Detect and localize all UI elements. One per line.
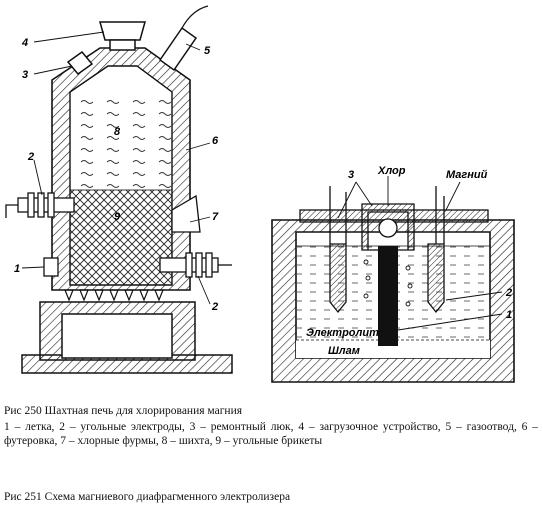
loading-device: [99, 21, 146, 41]
electrolyzer-diagram: 3 Хлор Магний 2 1 Электролит Шлам: [271, 165, 515, 383]
label-sludge: Шлам: [328, 345, 360, 357]
caption-title-251: Рис 251 Схема магниевого диафрагменного …: [4, 491, 291, 503]
label-2-top: 2: [27, 151, 34, 163]
label-electrolyte: Электролит: [306, 327, 379, 339]
carbon-electrode-right: [159, 252, 232, 278]
shaft-furnace-diagram: 4 5 3 6 2 8 9 7 1 2: [5, 5, 233, 374]
label-8: 8: [114, 126, 121, 138]
label-3-electrolyzer: 3: [348, 169, 354, 181]
chlorine-tuyeres: [171, 194, 201, 233]
label-2-electrolyzer: 2: [505, 287, 512, 299]
label-9: 9: [114, 211, 121, 223]
carbon-briquettes-zone: [69, 189, 173, 286]
figure-diagrams: 4 5 3 6 2 8 9 7 1 2: [5, 5, 515, 383]
graphite-anode: [378, 246, 398, 346]
magnesium-droplets: [363, 259, 413, 307]
carbon-electrode-left: [5, 192, 75, 218]
gas-outlet: [158, 5, 209, 72]
tap-hole: [43, 257, 59, 277]
label-7: 7: [212, 211, 219, 223]
label-6: 6: [212, 135, 219, 147]
label-4: 4: [21, 37, 28, 49]
chlorine-outlet: [378, 218, 398, 238]
sludge-layer: [296, 340, 490, 358]
label-3: 3: [22, 69, 28, 81]
repair-hatch: [66, 50, 94, 76]
chlorine-hood: [361, 203, 415, 251]
caption-title-250: Рис 250 Шахтная печь для хлорирования ма…: [4, 405, 243, 417]
magnesium-pipes: [329, 186, 445, 244]
label-2-bottom: 2: [211, 301, 218, 313]
label-1: 1: [14, 263, 20, 275]
label-5: 5: [204, 45, 211, 57]
caption-text-250: 1 – летка, 2 – угольные электроды, 3 – р…: [4, 421, 538, 447]
label-chlorine: Хлор: [377, 165, 406, 177]
label-1-electrolyzer: 1: [506, 309, 512, 321]
label-magnesium: Магний: [446, 169, 488, 181]
cathodes: [329, 243, 445, 314]
grate-nozzles: [64, 289, 164, 302]
charge-zone: [70, 94, 172, 190]
